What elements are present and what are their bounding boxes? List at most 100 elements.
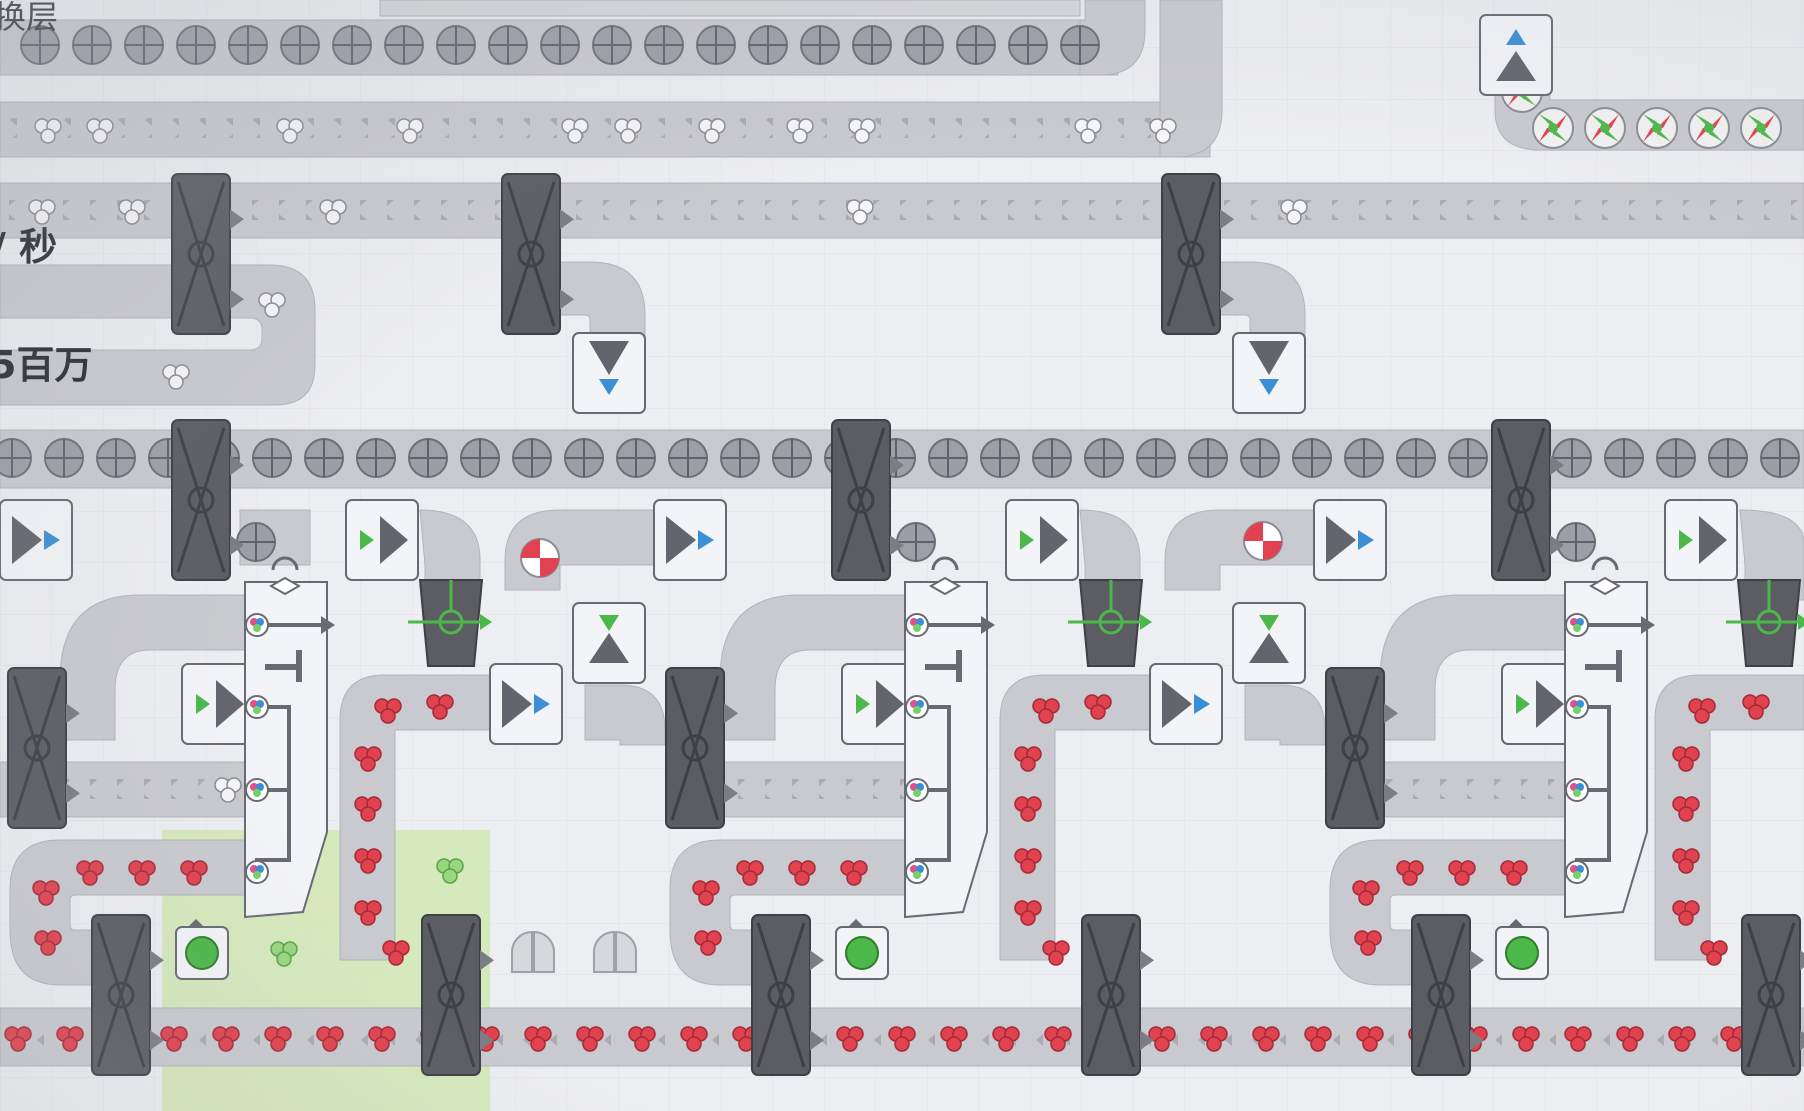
splitter-icon[interactable] — [171, 419, 244, 581]
red-clover-shape — [1042, 940, 1070, 966]
red-clover-shape — [316, 1026, 344, 1052]
tunnel-arrow-icon[interactable] — [1501, 663, 1575, 745]
belt-curve-1[interactable] — [59, 594, 251, 741]
gray-circle-shape — [280, 25, 320, 65]
splitter-icon[interactable] — [421, 914, 494, 1076]
splitter-icon[interactable] — [665, 667, 738, 829]
tunnel-arrow-icon[interactable] — [653, 499, 727, 581]
belt-upper-bend[interactable] — [1159, 0, 1223, 158]
red-clover-shape — [128, 860, 156, 886]
gray-circle-shape — [956, 25, 996, 65]
splitter-icon[interactable] — [1741, 914, 1804, 1076]
white-clover-shape — [1149, 118, 1177, 144]
gray-circle-shape — [304, 438, 344, 478]
gray-circle-shape — [1084, 438, 1124, 478]
splitter-icon[interactable] — [1411, 914, 1484, 1076]
belt-row-790-arrows-c — [1380, 779, 1570, 799]
painter-icon[interactable] — [1726, 579, 1804, 667]
tunnel-arrow-icon[interactable] — [1664, 499, 1738, 581]
color-mixer-icon[interactable] — [1564, 556, 1655, 919]
tunnel-arrow-icon[interactable] — [1313, 499, 1387, 581]
tunnel-arrow-icon[interactable] — [841, 663, 915, 745]
layer-switch-label[interactable]: 换层 — [0, 0, 59, 36]
belt-feeder-right-arrows — [0, 200, 1804, 220]
gray-circle-shape — [1292, 438, 1332, 478]
tunnel-arrow-icon[interactable] — [1232, 332, 1306, 414]
belt-top-thin[interactable] — [379, 0, 1081, 17]
red-clover-shape — [374, 698, 402, 724]
red-clover-shape — [354, 746, 382, 772]
green-indicator-icon[interactable] — [835, 919, 889, 980]
white-clover-shape — [1280, 199, 1308, 225]
gray-circle-shape — [928, 438, 968, 478]
red-clover-shape — [1304, 1026, 1332, 1052]
color-mixer-icon[interactable] — [244, 556, 335, 919]
splitter-icon[interactable] — [1491, 419, 1564, 581]
tunnel-arrow-icon[interactable] — [489, 663, 563, 745]
belt-curve-5[interactable] — [1244, 684, 1326, 746]
splitter-icon[interactable] — [1081, 914, 1154, 1076]
red-clover-shape — [1032, 698, 1060, 724]
gray-circle-shape — [1656, 438, 1696, 478]
tunnel-arrow-icon[interactable] — [1005, 499, 1079, 581]
rate-label: / 秒 — [0, 225, 58, 269]
green-indicator-icon[interactable] — [1495, 919, 1549, 980]
red-white-quarter-shape — [1243, 521, 1283, 561]
red-clover-shape — [888, 1026, 916, 1052]
tunnel-arrow-icon[interactable] — [1232, 602, 1306, 684]
splitter-icon[interactable] — [1161, 173, 1234, 335]
tunnel-arrow-icon[interactable] — [1149, 663, 1223, 745]
gray-circle-shape — [1448, 438, 1488, 478]
red-clover-shape — [840, 860, 868, 886]
splitter-icon[interactable] — [171, 173, 244, 335]
white-clover-shape — [846, 199, 874, 225]
white-clover-shape — [786, 118, 814, 144]
splitter-icon[interactable] — [7, 667, 80, 829]
gray-circle-shape — [904, 25, 944, 65]
red-clover-shape — [1672, 796, 1700, 822]
gray-circle-shape — [332, 25, 372, 65]
tunnel-arrow-icon[interactable] — [572, 332, 646, 414]
splitter-icon[interactable] — [1325, 667, 1398, 829]
cutter-icon[interactable] — [511, 930, 555, 973]
splitter-icon[interactable] — [91, 914, 164, 1076]
red-clover-shape — [694, 930, 722, 956]
layer-lift-icon[interactable] — [1479, 14, 1553, 96]
cutter-icon[interactable] — [593, 930, 637, 973]
splitter-icon[interactable] — [751, 914, 824, 1076]
tunnel-arrow-icon[interactable] — [0, 499, 73, 581]
green-red-star-shape — [1636, 107, 1678, 149]
red-clover-shape — [1742, 694, 1770, 720]
red-clover-shape — [1148, 1026, 1176, 1052]
belt-curve-2[interactable] — [719, 594, 911, 741]
splitter-icon[interactable] — [831, 419, 904, 581]
gray-circle-shape — [1240, 438, 1280, 478]
red-clover-shape — [1688, 698, 1716, 724]
red-clover-shape — [1044, 1026, 1072, 1052]
gray-circle-shape — [408, 438, 448, 478]
tunnel-arrow-icon[interactable] — [345, 499, 419, 581]
red-clover-shape — [628, 1026, 656, 1052]
belt-curve-4[interactable] — [584, 684, 666, 746]
tunnel-arrow-icon[interactable] — [572, 602, 646, 684]
red-clover-shape — [1448, 860, 1476, 886]
belt-red-loop-3[interactable] — [1654, 674, 1804, 961]
gray-circle-shape — [1708, 438, 1748, 478]
red-clover-shape — [32, 880, 60, 906]
gray-circle-shape — [564, 438, 604, 478]
color-mixer-icon[interactable] — [904, 556, 995, 919]
gray-circle-shape — [540, 25, 580, 65]
red-clover-shape — [1396, 860, 1424, 886]
green-red-star-shape — [1584, 107, 1626, 149]
gray-circle-shape — [1552, 438, 1592, 478]
painter-icon[interactable] — [1068, 579, 1152, 667]
tunnel-arrow-icon[interactable] — [181, 663, 255, 745]
gray-circle-shape — [800, 25, 840, 65]
painter-icon[interactable] — [408, 579, 492, 667]
white-clover-shape — [319, 199, 347, 225]
splitter-icon[interactable] — [501, 173, 574, 335]
total-count-label: 5百万 — [0, 343, 93, 387]
belt-curve-3[interactable] — [1379, 594, 1571, 741]
green-indicator-icon[interactable] — [175, 919, 229, 980]
